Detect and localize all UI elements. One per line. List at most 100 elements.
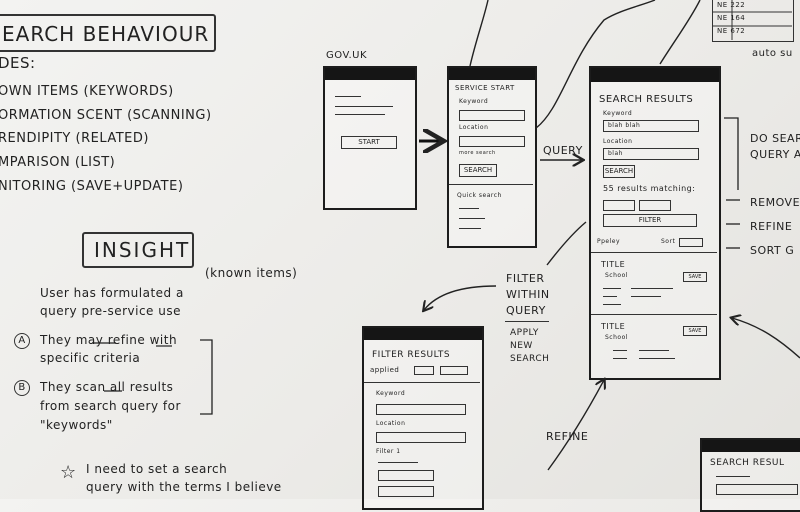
bracket-line bbox=[724, 117, 739, 190]
filter-chip[interactable] bbox=[603, 200, 635, 211]
field-label: Location bbox=[603, 138, 633, 145]
bottom-title: SEARCH RESUL bbox=[710, 458, 785, 468]
insight-line: query with the terms I believe bbox=[86, 480, 282, 494]
criteria-select[interactable] bbox=[378, 486, 434, 497]
autosuggest-caption: auto su bbox=[752, 48, 793, 59]
start-button[interactable]: START bbox=[341, 136, 397, 149]
text-line bbox=[459, 208, 479, 209]
right-note: REMOVE bbox=[750, 196, 800, 209]
relevancy-label: Ppeley bbox=[597, 238, 621, 245]
keyword-value: blah blah bbox=[608, 122, 641, 129]
text-line bbox=[335, 96, 361, 97]
insight-line: specific criteria bbox=[40, 351, 141, 365]
location-input[interactable]: blah bbox=[603, 148, 699, 160]
divider bbox=[591, 314, 717, 315]
field-label: Location bbox=[376, 420, 406, 427]
phone-header bbox=[702, 440, 800, 452]
phone-header bbox=[449, 68, 535, 80]
divider bbox=[505, 321, 549, 322]
card-subtitle: School bbox=[605, 334, 628, 341]
location-input[interactable] bbox=[376, 432, 466, 443]
connector-line bbox=[659, 0, 701, 65]
connector-line bbox=[546, 221, 587, 266]
text-line bbox=[613, 350, 627, 351]
service-phone: SERVICE START Keyword Location more sear… bbox=[447, 66, 537, 248]
divider bbox=[364, 382, 480, 383]
text-line bbox=[459, 228, 481, 229]
filter-button[interactable]: FILTER bbox=[603, 214, 697, 227]
applied-label: applied bbox=[370, 366, 400, 374]
autosuggest-item: NE 164 bbox=[717, 14, 746, 22]
arrow-up-icon bbox=[547, 380, 604, 471]
arrow-curve-icon bbox=[424, 285, 497, 310]
keyword-input[interactable]: blah blah bbox=[603, 120, 699, 132]
keyword-input[interactable] bbox=[459, 110, 525, 121]
phone-header bbox=[325, 68, 415, 80]
connector-line bbox=[535, 0, 656, 129]
filter-label: WITHIN bbox=[506, 288, 550, 301]
insight-line: They may refine with bbox=[40, 333, 178, 347]
filter-chip[interactable] bbox=[639, 200, 671, 211]
sort-label: Sort bbox=[661, 238, 676, 245]
text-line bbox=[631, 288, 673, 289]
field-label: Keyword bbox=[603, 110, 633, 117]
phone-header bbox=[591, 68, 719, 82]
applied-chip[interactable] bbox=[440, 366, 468, 375]
results-count: 55 results matching: bbox=[603, 184, 696, 193]
star-icon: ☆ bbox=[60, 462, 77, 483]
card-title: TITLE bbox=[601, 322, 626, 331]
text-line bbox=[335, 106, 393, 107]
arrow-left-icon bbox=[732, 318, 800, 359]
right-note: REFINE bbox=[750, 220, 793, 233]
mode-item: MPARISON (LIST) bbox=[0, 155, 116, 170]
applied-chip[interactable] bbox=[414, 366, 434, 375]
insight-note: (known items) bbox=[205, 266, 298, 280]
insight-line: I need to set a search bbox=[86, 462, 228, 476]
text-line bbox=[378, 462, 418, 463]
text-line bbox=[603, 304, 621, 305]
insight-box: INSIGHT bbox=[82, 232, 194, 268]
text-line bbox=[613, 358, 627, 359]
divider bbox=[449, 184, 533, 185]
text-line bbox=[716, 476, 750, 477]
connector-line bbox=[469, 0, 489, 67]
gov-label: GOV.UK bbox=[326, 50, 368, 61]
right-note: DO SEAR bbox=[750, 132, 800, 145]
keyword-input[interactable] bbox=[716, 484, 798, 495]
sketch-strokes bbox=[92, 0, 800, 471]
search-button[interactable]: SEARCH bbox=[459, 164, 497, 177]
save-button[interactable]: SAVE bbox=[683, 326, 707, 336]
location-input[interactable] bbox=[459, 136, 525, 147]
insight-line: "keywords" bbox=[40, 418, 113, 432]
mode-item: ORMATION SCENT (SCANNING) bbox=[0, 108, 212, 123]
insight-line: from search query for bbox=[40, 399, 181, 413]
apply-label: NEW bbox=[510, 341, 533, 351]
marker-a: A bbox=[14, 333, 30, 349]
bracket-line bbox=[200, 339, 213, 415]
insight-line: query pre-service use bbox=[40, 304, 181, 318]
keyword-input[interactable] bbox=[376, 404, 466, 415]
insight-line: They scan all results bbox=[40, 380, 174, 394]
save-button[interactable]: SAVE bbox=[683, 272, 707, 282]
mode-item: NITORING (SAVE+UPDATE) bbox=[0, 179, 184, 194]
results-phone: SEARCH RESULTS Keyword blah blah Locatio… bbox=[589, 66, 721, 380]
search-button[interactable]: SEARCH bbox=[603, 165, 635, 178]
text-line bbox=[639, 350, 669, 351]
text-line bbox=[603, 296, 617, 297]
refine-label: REFINE bbox=[546, 430, 589, 443]
more-search-link[interactable]: more search bbox=[459, 150, 496, 156]
text-line bbox=[639, 358, 675, 359]
gov-phone: START bbox=[323, 66, 417, 210]
criteria-select[interactable] bbox=[378, 470, 434, 481]
text-line bbox=[335, 114, 385, 115]
text-line bbox=[631, 296, 661, 297]
apply-label: APPLY bbox=[510, 328, 539, 338]
modes-label: DES: bbox=[0, 54, 36, 72]
results-title: SEARCH RESULTS bbox=[599, 94, 694, 105]
title-box: EARCH BEHAVIOUR bbox=[0, 14, 216, 52]
sort-select[interactable] bbox=[679, 238, 703, 247]
table-lines bbox=[712, 0, 792, 40]
filter-label: QUERY bbox=[506, 304, 546, 317]
marker-b: B bbox=[14, 380, 30, 396]
